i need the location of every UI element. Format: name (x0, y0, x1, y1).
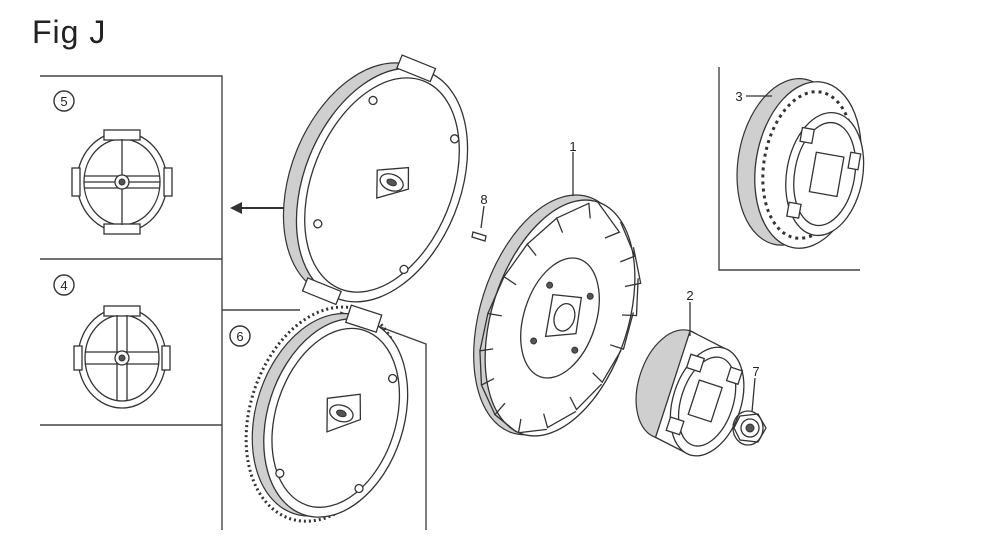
callout-6: 6 (229, 325, 251, 347)
callout-8-label: 8 (480, 192, 487, 207)
callout-6-label: 6 (236, 329, 243, 344)
callout-7-label: 7 (752, 364, 759, 379)
direction-arrow (230, 202, 284, 214)
callout-5-label: 5 (60, 94, 67, 109)
cooling-fan-1 (473, 194, 642, 437)
callout-3-label: 3 (735, 89, 742, 104)
callout-4-label: 4 (60, 278, 67, 293)
callout-4: 4 (53, 274, 75, 296)
callout-5: 5 (53, 90, 75, 112)
rotor-cup-main (282, 54, 469, 306)
starter-pulley-assembly-3 (736, 78, 865, 249)
callout-1-label: 1 (569, 139, 576, 154)
inset-frame-3 (718, 67, 860, 271)
figure-title: Fig J (32, 14, 107, 50)
rotor-variant-4 (73, 305, 171, 409)
flange-nut-7 (732, 410, 767, 446)
inset-frame-5 (40, 75, 223, 530)
rotor-variant-5 (71, 129, 173, 235)
callout-2-label: 2 (686, 288, 693, 303)
rotor-variant-6 (244, 304, 409, 523)
starter-pulley-2 (635, 329, 745, 457)
leader-7 (751, 377, 756, 413)
woodruff-key-8 (471, 205, 487, 242)
